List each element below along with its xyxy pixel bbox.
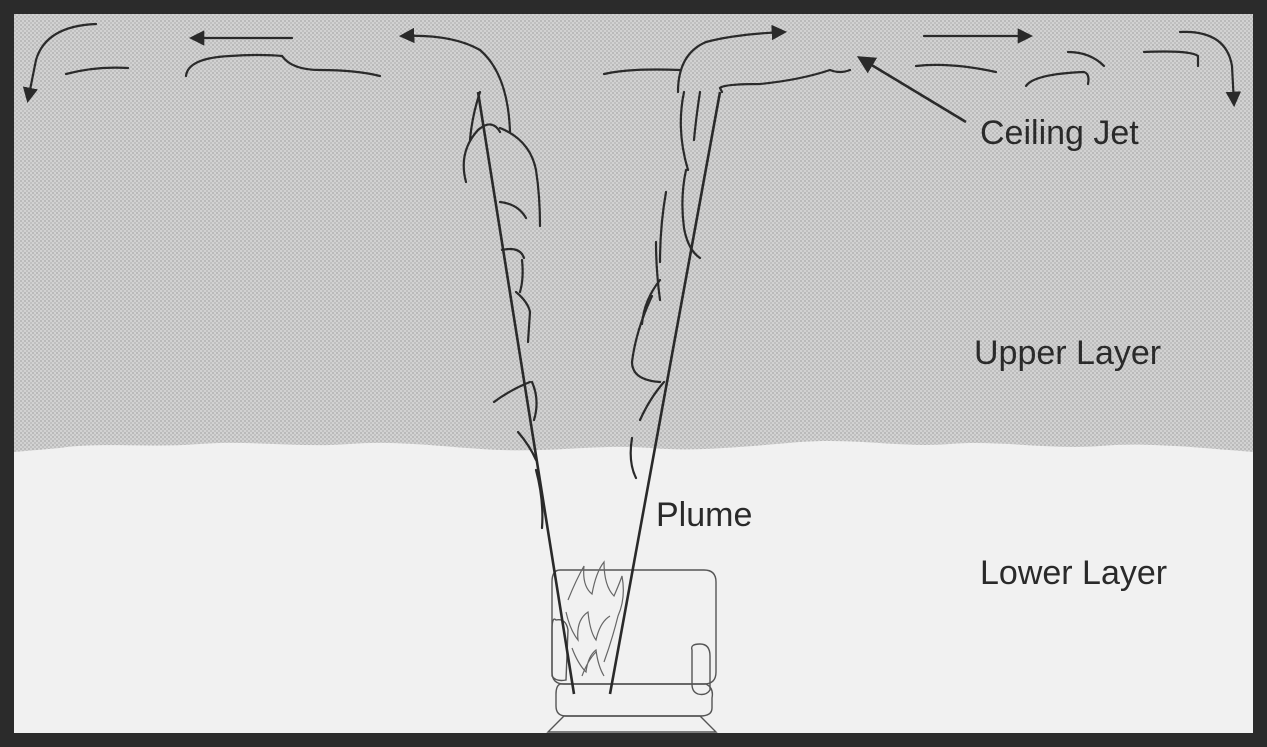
upper-layer-region [14,14,1254,452]
lower-layer-label: Lower Layer [980,554,1167,592]
upper-layer-label: Upper Layer [974,334,1161,372]
ceiling-jet-label: Ceiling Jet [980,114,1139,152]
plume-label: Plume [656,496,752,534]
